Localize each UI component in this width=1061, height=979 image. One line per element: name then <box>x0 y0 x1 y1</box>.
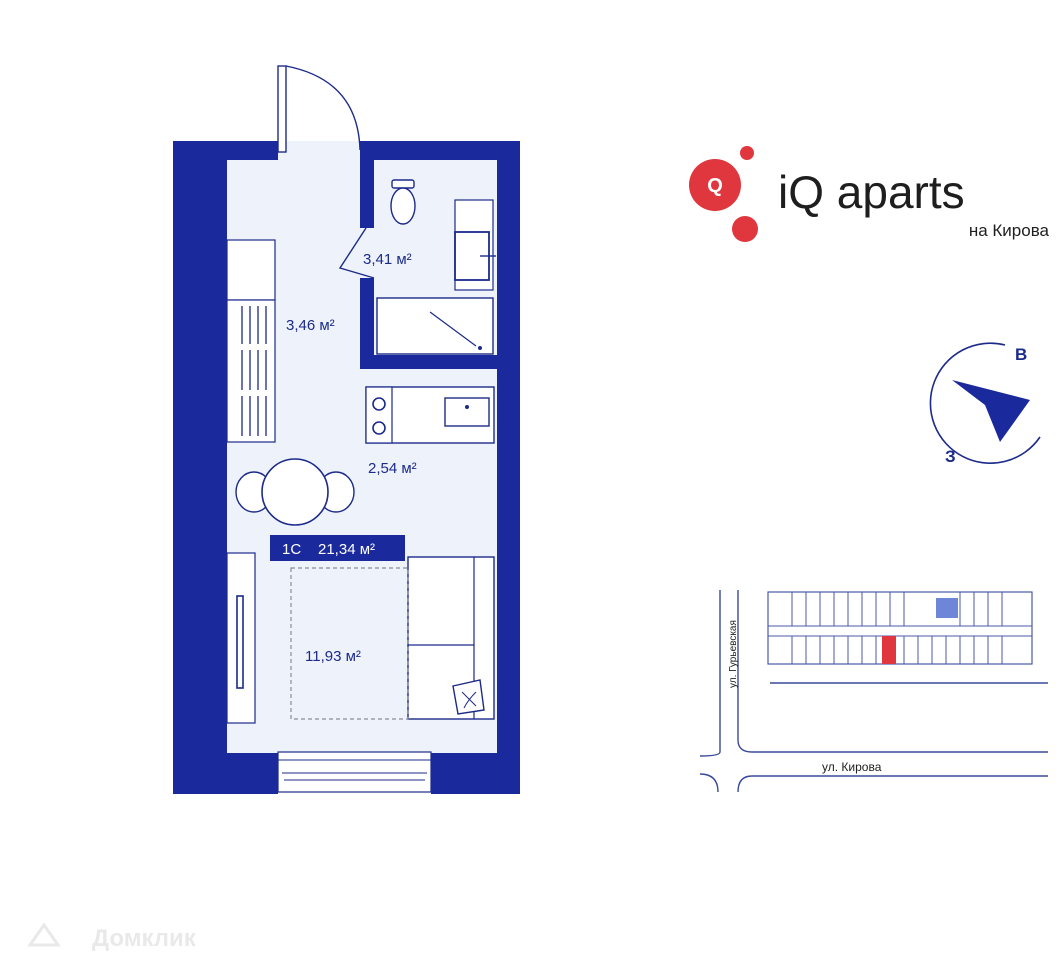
bed-area <box>290 567 409 720</box>
unit-tag <box>270 535 405 561</box>
selected-unit-marker <box>882 636 896 664</box>
brand-name: iQ aparts <box>778 166 965 218</box>
sofa-icon <box>407 556 495 720</box>
logo-letter: Q <box>707 175 723 197</box>
pillow-icon <box>452 679 485 715</box>
house-icon <box>27 922 61 947</box>
kitchen-counter <box>365 386 495 444</box>
compass-arrow-icon <box>952 380 1030 442</box>
site-map: ул. Гурьевская ул. Кирова <box>699 590 1048 793</box>
balcony-window <box>277 751 432 793</box>
room-area-hallway: 3,46 м² <box>286 317 335 334</box>
brand-logo: Q iQ aparts на Кирова <box>689 146 1050 242</box>
compass-east-label: В <box>1015 345 1027 364</box>
stove-burner-icon <box>372 421 386 435</box>
stairwell-marker <box>936 598 958 618</box>
street-label-vertical: ул. Гурьевская <box>728 620 739 688</box>
room-area-bathroom: 3,41 м² <box>363 251 412 268</box>
bathroom-door-leaf <box>338 227 375 279</box>
stove-burner-icon <box>372 397 386 411</box>
entrance-gap <box>278 141 360 161</box>
washbasin-icon <box>454 199 496 291</box>
toilet-icon <box>390 179 416 225</box>
shower-icon <box>376 297 494 355</box>
watermark-text: Домклик <box>92 925 197 952</box>
unit-area: 21,34 м² <box>318 541 375 558</box>
wardrobe-icon <box>226 239 276 443</box>
kitchen-sink-icon <box>444 397 490 427</box>
dining-table-icon <box>235 458 355 526</box>
floorplan: 3,41 м² 3,46 м² 2,54 м² 11,93 м² 1С 21,3… <box>173 65 520 794</box>
compass-west-label: З <box>945 447 956 466</box>
watermark: Домклик <box>27 922 197 952</box>
street-label-horizontal: ул. Кирова <box>822 760 882 774</box>
bathroom-door-gap <box>360 228 374 278</box>
building-block <box>767 591 1033 665</box>
room-area-living: 11,93 м² <box>305 648 361 665</box>
tv-unit-icon <box>226 552 256 724</box>
entrance-door <box>277 65 361 153</box>
logo-mark-icon <box>689 159 741 211</box>
bathroom-wall-bottom <box>360 355 497 369</box>
room-area-kitchen: 2,54 м² <box>368 460 417 477</box>
compass: В З <box>929 342 1041 466</box>
unit-label: 1С <box>282 541 301 558</box>
brand-subtitle: на Кирова <box>969 221 1050 240</box>
